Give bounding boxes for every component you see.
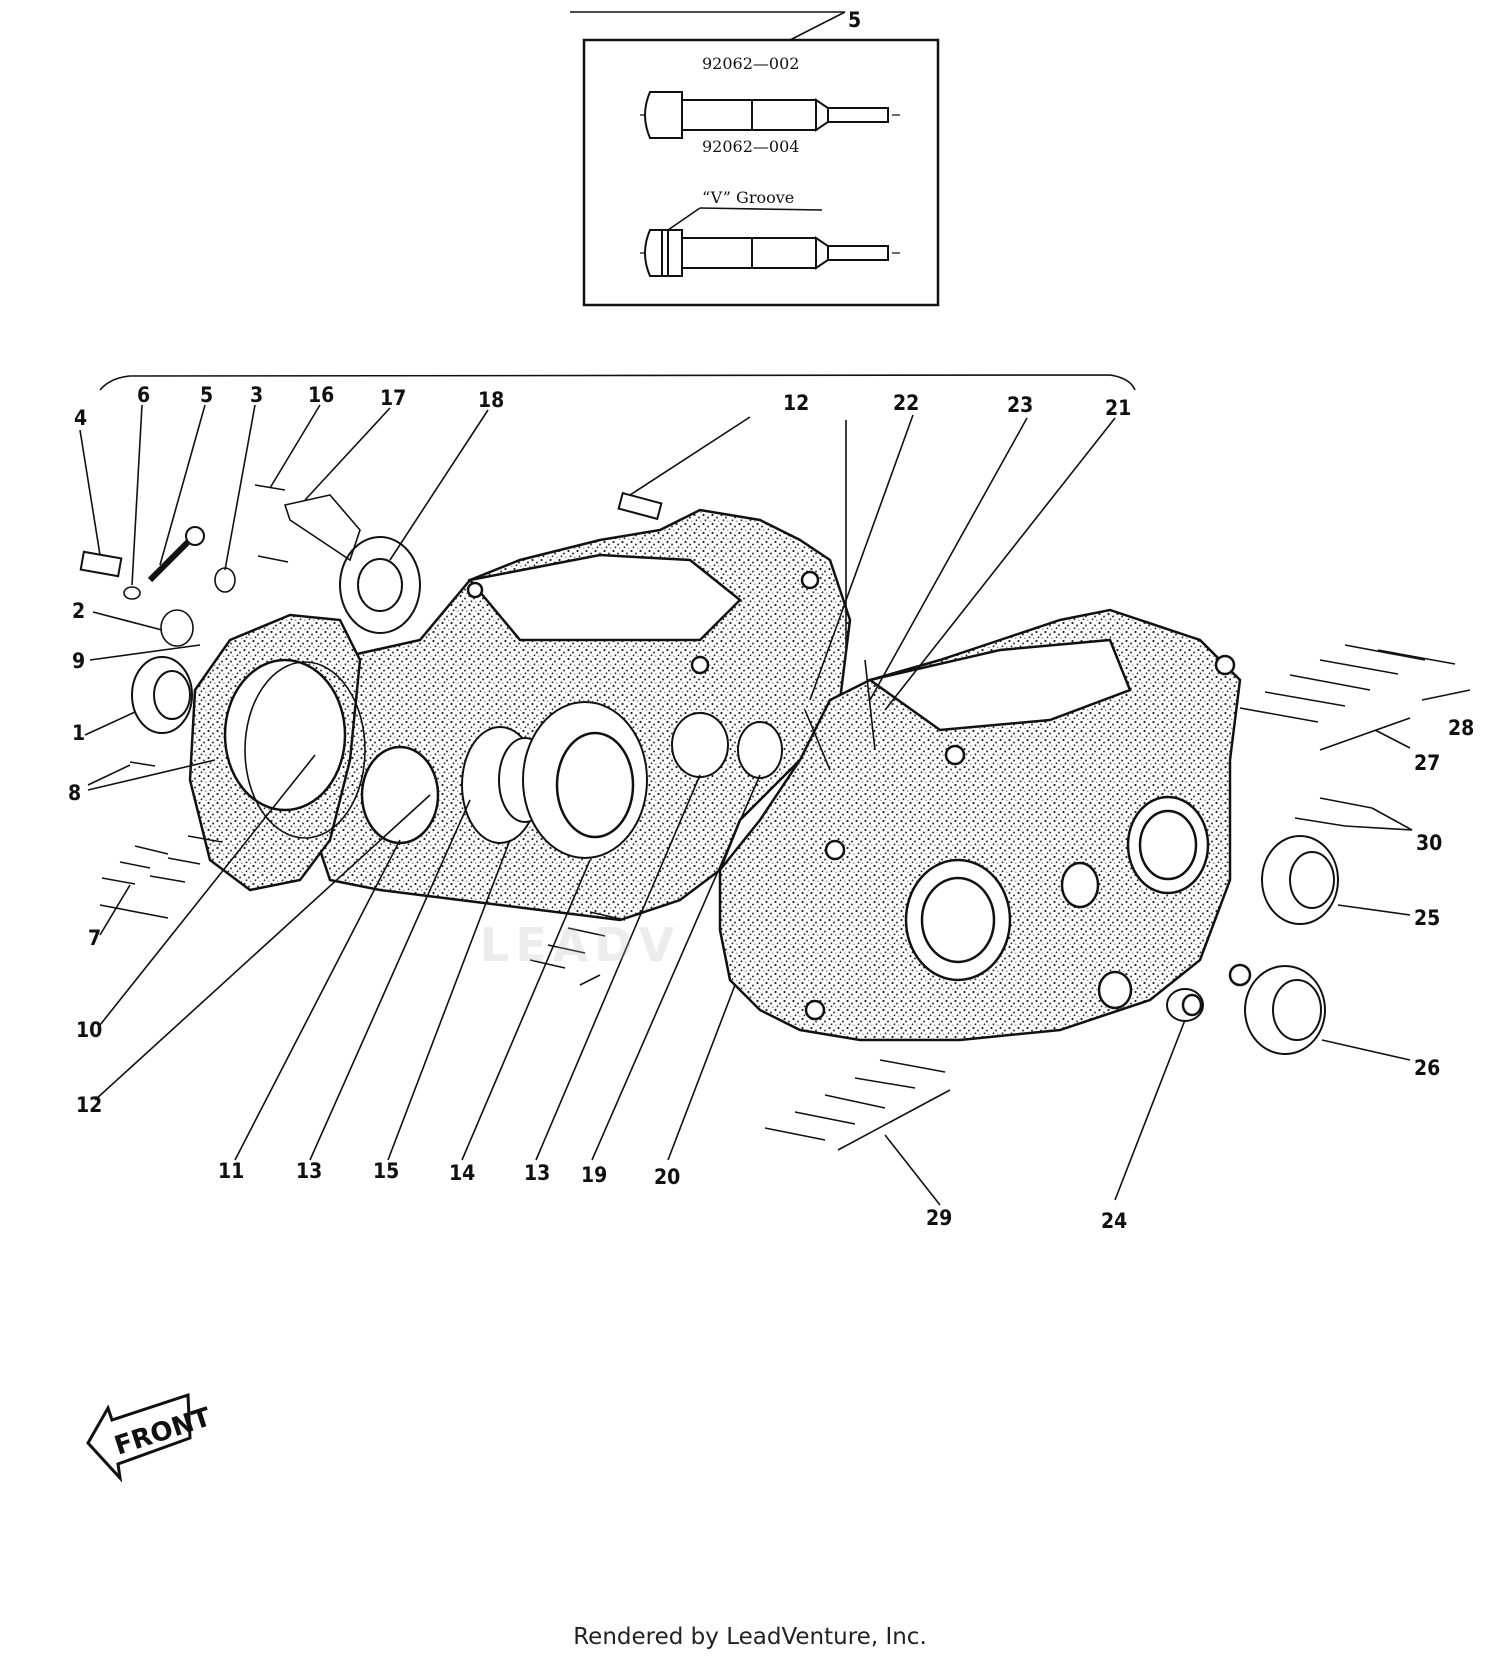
callout-10: 10 (76, 1018, 102, 1042)
bolt-set-27 (1239, 644, 1471, 751)
callout-2: 2 (72, 599, 85, 623)
inset-part-number-bottom: 92062—004 (702, 137, 799, 156)
footer-credit: Rendered by LeadVenture, Inc. (573, 1624, 927, 1650)
callout-21: 21 (1105, 396, 1131, 420)
leader-lines (79, 404, 1413, 1206)
stud-22 (864, 659, 876, 751)
left-crankcase-half (298, 508, 852, 922)
o-ring-3 (214, 567, 236, 593)
inset-groove-label: “V” Groove (702, 188, 794, 207)
inset-detail-box: 5 92062—002 92062—004 “V” Groove (570, 8, 940, 307)
top-bracket-line (99, 374, 1136, 391)
callout-4: 4 (74, 406, 87, 430)
callout-1: 1 (72, 721, 85, 745)
callout-28: 28 (1448, 716, 1474, 740)
callout-14: 14 (449, 1161, 475, 1185)
bearing-26 (1244, 965, 1326, 1055)
right-crankcase-half (718, 608, 1252, 1042)
bolts-16 (254, 484, 289, 563)
bushing-19 (671, 712, 783, 779)
bolt-set-29 (764, 1059, 951, 1151)
callout-13-a: 13 (296, 1159, 322, 1183)
front-direction-arrow: FRONT (86, 1392, 215, 1483)
callout-23: 23 (1007, 393, 1033, 417)
inset-callout-5: 5 (848, 8, 861, 32)
callout-3: 3 (250, 383, 263, 407)
callout-27: 27 (1414, 751, 1440, 775)
callout-15: 15 (373, 1159, 399, 1183)
callout-20: 20 (654, 1165, 680, 1189)
inset-screw-grooved (640, 229, 900, 277)
retainer-plate-14 (522, 701, 648, 859)
inset-screw-top (640, 91, 900, 139)
dowel-pin-12-top (617, 491, 663, 521)
callout-16: 16 (308, 383, 334, 407)
gasket-17 (283, 494, 361, 562)
stud-23 (804, 709, 831, 771)
callout-12-top: 12 (783, 391, 809, 415)
callout-26: 26 (1414, 1056, 1440, 1080)
o-ring-2 (160, 609, 194, 647)
drain-screw-5 (147, 526, 205, 583)
inset-part-number-top: 92062—002 (702, 54, 799, 73)
bearing-25 (1261, 835, 1339, 925)
bushing-24 (1166, 988, 1204, 1022)
callout-5: 5 (200, 383, 213, 407)
bearing-18 (339, 536, 421, 634)
callout-25: 25 (1414, 906, 1440, 930)
callout-11: 11 (218, 1159, 244, 1183)
watermark: LEADV (480, 918, 681, 972)
callout-labels: 4 6 5 3 16 17 18 12 22 23 21 2 9 1 8 7 1… (68, 383, 1474, 1233)
callout-17: 17 (380, 386, 406, 410)
dowel-pin-4 (79, 550, 123, 578)
bolt-set-middle (529, 911, 626, 986)
callout-30: 30 (1416, 831, 1442, 855)
callout-12-left: 12 (76, 1093, 102, 1117)
callout-8: 8 (68, 781, 81, 805)
pin-8 (129, 761, 156, 767)
bolt-set-7 (99, 835, 223, 919)
callout-13-b: 13 (524, 1161, 550, 1185)
bolt-set-30 (1294, 797, 1373, 827)
callout-24: 24 (1101, 1209, 1127, 1233)
callout-19: 19 (581, 1163, 607, 1187)
callout-29: 29 (926, 1206, 952, 1230)
callout-7: 7 (88, 926, 101, 950)
o-ring-6 (123, 586, 141, 600)
callout-6: 6 (137, 383, 150, 407)
left-side-cover (188, 613, 366, 892)
callout-9: 9 (72, 649, 85, 673)
oil-seal-1 (131, 656, 193, 734)
callout-18: 18 (478, 388, 504, 412)
callout-22: 22 (893, 391, 919, 415)
